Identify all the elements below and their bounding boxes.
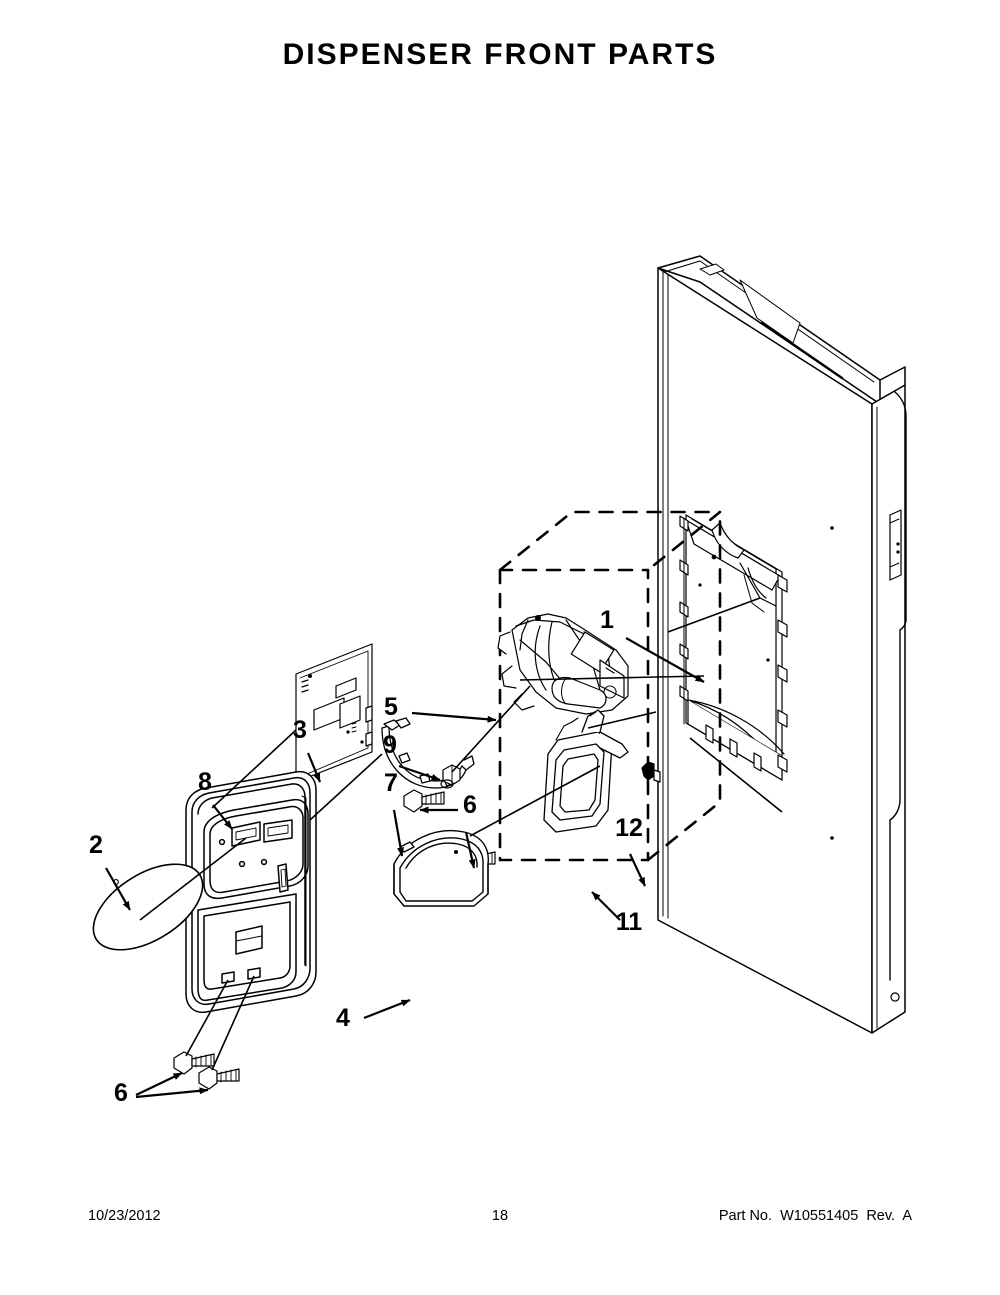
callout-label-7: 7: [384, 769, 398, 797]
callout-label-8: 8: [198, 768, 212, 796]
footer-part-number: Part No. W10551405 Rev. A: [718, 1208, 912, 1224]
callout-label-6a: 6: [463, 791, 477, 819]
callout-label-12: 12: [615, 814, 643, 842]
screw-upper: [403, 789, 445, 813]
dispenser-housing-in-door: [679, 514, 788, 781]
callout-label-11: 11: [616, 908, 643, 936]
leader-8: [212, 804, 233, 830]
leader-9: [398, 764, 441, 782]
callout-label-3: 3: [293, 716, 307, 744]
drip-tray: [393, 830, 489, 907]
leader-7: [392, 809, 404, 857]
ref-line-panel-screw-1: [185, 979, 229, 1057]
leader-6b-2: [135, 1087, 209, 1099]
dispenser-front-panel: [185, 770, 317, 1014]
leader-6c: [464, 831, 476, 869]
footer-page-number: 18: [491, 1208, 509, 1224]
callout-label-5: 5: [384, 693, 398, 721]
footer-date: 10/23/2012: [88, 1208, 161, 1224]
callout-numbers: 1 2 3 4 5 6 6 7 8 9 11 12: [89, 606, 643, 1107]
leader-3: [306, 752, 322, 783]
screw-lower-1: [173, 1051, 215, 1075]
dispenser-paddle-lever: [543, 709, 629, 833]
callout-label-6b: 6: [114, 1079, 128, 1107]
callout-label-1: 1: [600, 606, 614, 634]
dispenser-actuator-assembly: [497, 613, 629, 715]
callout-label-2: 2: [89, 831, 103, 859]
ref-line-cover-to-panel: [139, 837, 247, 921]
small-clip: [641, 761, 661, 783]
ref-line-board-to-panel: [211, 729, 297, 809]
leader-4: [363, 998, 411, 1020]
ref-line-grommet-to-actuator: [451, 685, 531, 773]
leader-5: [411, 711, 497, 723]
screw-lower-2: [198, 1066, 240, 1090]
parts-diagram: 1 2 3 4 5 6 6 7 8 9 11 12: [0, 120, 1000, 1160]
ref-line-paddle-to-door: [587, 711, 657, 729]
ref-line-actuator-to-door: [519, 675, 705, 681]
leader-11: [591, 891, 621, 921]
ref-line-bracket-to-panel: [309, 753, 383, 821]
parts-diagram-svg: 1 2 3 4 5 6 6 7 8 9 11 12: [89, 255, 907, 1107]
callout-label-4: 4: [336, 1004, 350, 1032]
leader-2: [105, 867, 131, 911]
leader-1: [625, 637, 705, 683]
callout-label-9: 9: [383, 731, 397, 759]
ref-line-panel-screw-2: [211, 975, 255, 1071]
leader-12: [629, 853, 646, 887]
grommet-bushing: [440, 764, 461, 789]
assembly-group-dashed-box: [498, 510, 722, 862]
ref-line-housing-mid: [667, 597, 761, 633]
ref-line-tray-to-door: [469, 765, 601, 837]
ref-line-door-lower: [689, 737, 783, 813]
leader-6b-1: [135, 1072, 183, 1096]
dispenser-control-board: [295, 643, 373, 783]
page-title: DISPENSER FRONT PARTS: [282, 38, 718, 71]
